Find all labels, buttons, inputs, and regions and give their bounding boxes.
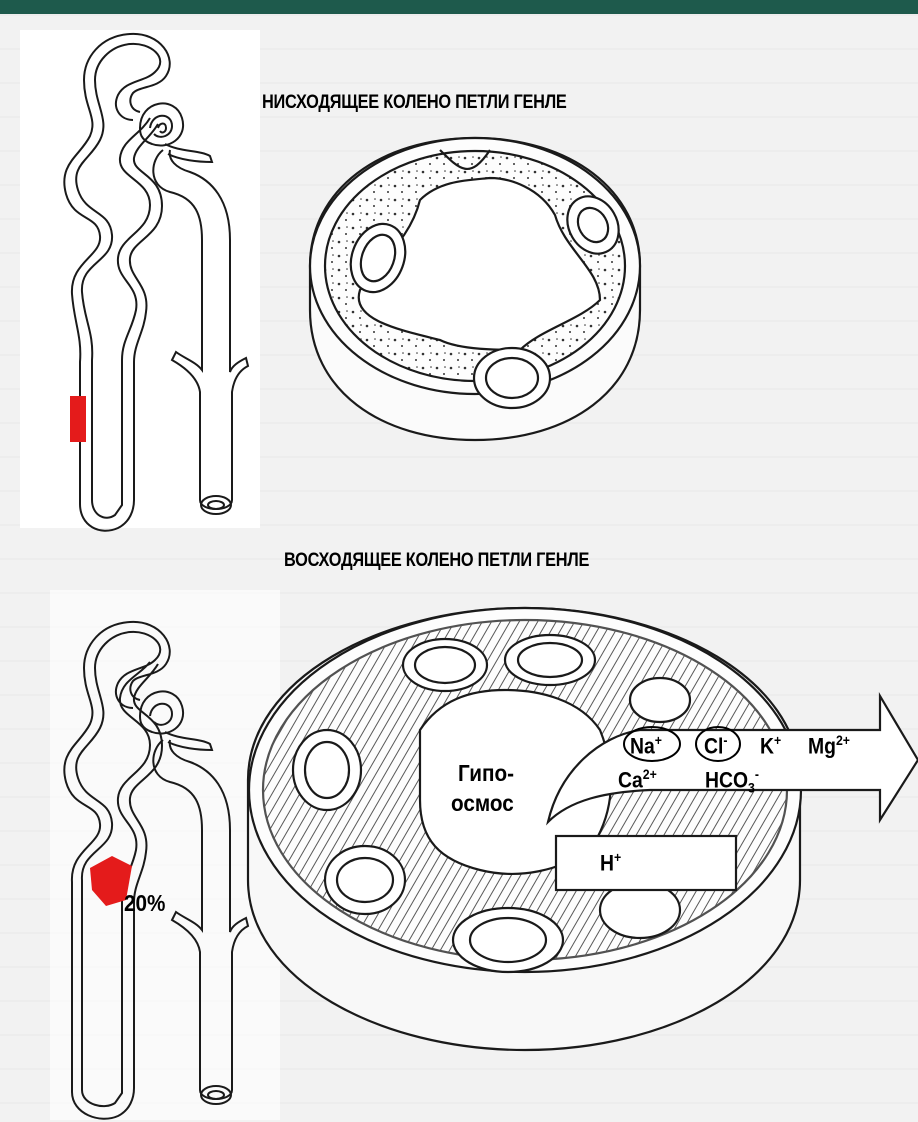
- descending-limb-title: НИСХОДЯЩЕЕ КОЛЕНО ПЕТЛИ ГЕНЛЕ: [262, 92, 567, 114]
- ascending-limb-section: [248, 608, 801, 1050]
- percent-label: 20%: [124, 890, 165, 917]
- descending-limb-section: [310, 138, 640, 440]
- tubule-outer-top: [76, 44, 160, 518]
- collecting-duct-bottom: [153, 740, 248, 1099]
- ion-mg: Mg2+: [808, 733, 850, 757]
- lumen-label-line2: осмос: [451, 790, 514, 817]
- glomerulus-bottom: [140, 691, 212, 750]
- ion-ca: Ca2+: [618, 767, 657, 791]
- ion-hco3: HCO3-: [705, 767, 759, 795]
- lumen-label-line1: Гипо-: [458, 760, 514, 787]
- ion-cl: Cl-: [704, 733, 727, 757]
- ion-h: H+: [600, 850, 621, 874]
- nephron-top: [64, 34, 248, 531]
- descending-limb-highlight: [70, 396, 86, 442]
- ion-k: K+: [760, 733, 781, 757]
- collecting-duct-top: [153, 150, 248, 509]
- ascending-limb-title: ВОСХОДЯЩЕЕ КОЛЕНО ПЕТЛИ ГЕНЛЕ: [284, 550, 589, 572]
- ion-na: Na+: [630, 733, 662, 757]
- secretion-box: [556, 836, 736, 890]
